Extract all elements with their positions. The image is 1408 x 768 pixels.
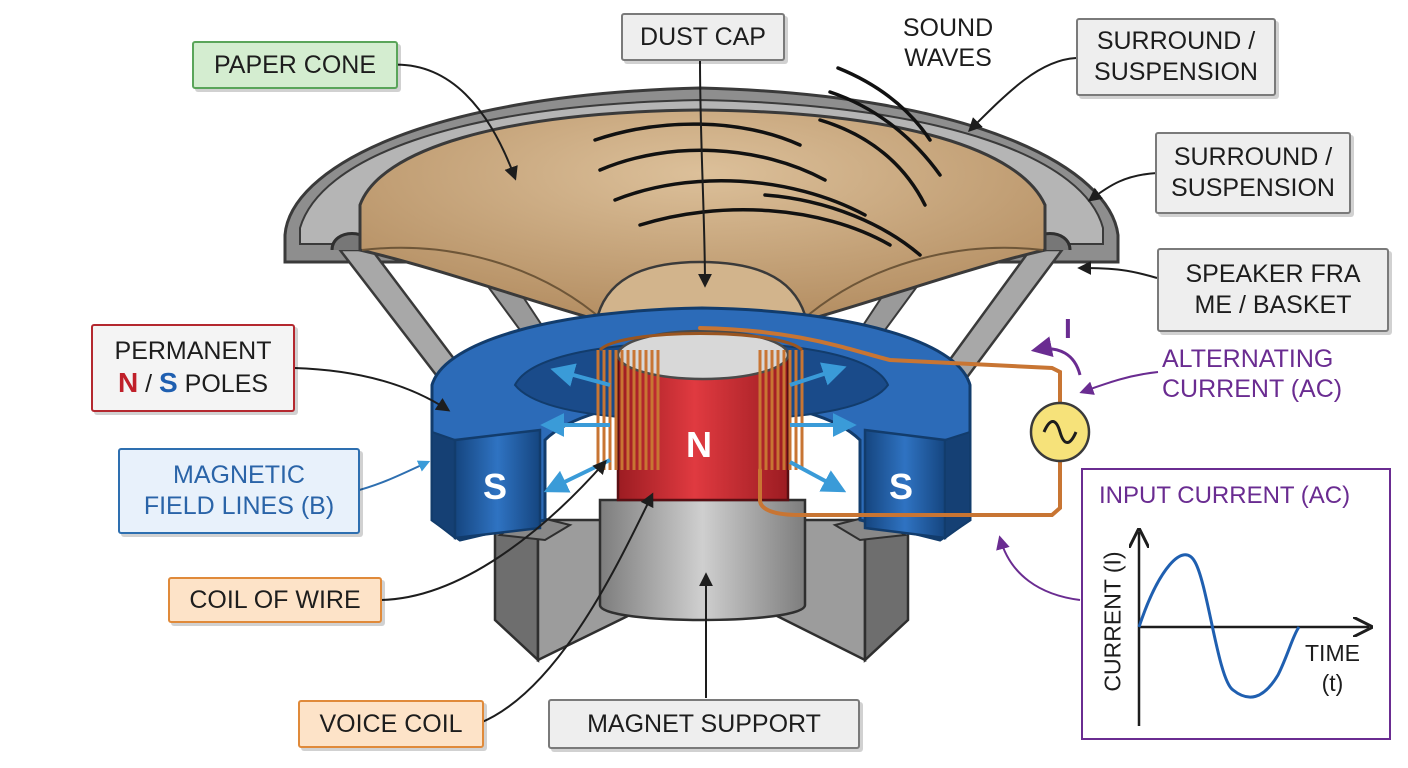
graph-sine-wave <box>1137 553 1301 699</box>
sound-waves-line2: WAVES <box>904 44 992 72</box>
surround-mid-line1: SURROUND / <box>1173 143 1333 171</box>
permanent-line2: N / S POLES <box>118 367 268 400</box>
alternating-current-line1: ALTERNATING <box>1162 345 1334 373</box>
surround-top-label: SURROUND / SUSPENSION <box>1076 18 1276 96</box>
magnet-support <box>493 498 910 663</box>
ac-source <box>1029 401 1091 463</box>
sound-waves <box>593 66 942 257</box>
ac-wires <box>698 326 1062 517</box>
graph-xlabel-line1: TIME <box>1305 640 1360 666</box>
voice-coil-windings <box>596 332 804 470</box>
pole-separator: / <box>138 370 160 398</box>
speaker-frame-line1: SPEAKER FRA <box>1185 260 1361 288</box>
poles-word: POLES <box>177 370 269 398</box>
voice-coil-text: VOICE COIL <box>319 709 463 738</box>
south-pole-letter-right: S <box>889 466 914 507</box>
graph-title: INPUT CURRENT (AC) <box>1099 482 1351 509</box>
dust-cap <box>596 260 807 317</box>
paper-cone-text: PAPER CONE <box>213 50 377 79</box>
input-current-graph: INPUT CURRENT (AC) CURRENT (I) TIME (t) <box>1081 468 1391 740</box>
graph-plot <box>1083 470 1389 726</box>
permanent-poles-label: PERMANENT N / S POLES <box>91 324 295 412</box>
ac-label-leader <box>1079 371 1159 395</box>
graph-xlabel: TIME (t) <box>1305 638 1360 698</box>
sound-waves-label: SOUND WAVES <box>888 13 1008 73</box>
alternating-current-label: ALTERNATING CURRENT (AC) <box>1162 344 1342 404</box>
dust-cap-text: DUST CAP <box>640 22 766 51</box>
current-symbol: I <box>1064 313 1072 344</box>
dust-cap-label: DUST CAP <box>621 13 785 61</box>
surround-top-line1: SURROUND / <box>1096 27 1256 55</box>
paper-cone-label: PAPER CONE <box>192 41 398 89</box>
surround-mid-line2: SUSPENSION <box>1171 174 1335 202</box>
current-direction-arrow <box>1030 336 1082 376</box>
surround-top-line2: SUSPENSION <box>1094 58 1258 86</box>
paper-cone <box>358 108 1047 324</box>
magnetic-field-arrows <box>540 362 857 493</box>
coil-of-wire-label: COIL OF WIRE <box>168 577 382 623</box>
field-lines-leader <box>351 460 431 493</box>
magnetic-field-line2: FIELD LINES (B) <box>143 492 335 520</box>
coil-of-wire-text: COIL OF WIRE <box>189 585 361 614</box>
magnetic-field-line1: MAGNETIC <box>173 461 305 489</box>
graph-leader <box>996 535 1081 601</box>
label-leaders <box>293 57 1158 724</box>
magnet-support-text: MAGNET SUPPORT <box>587 709 821 738</box>
voice-coil-label: VOICE COIL <box>298 700 484 748</box>
south-pole-letter-left: S <box>483 466 508 507</box>
magnetic-field-label: MAGNETIC FIELD LINES (B) <box>118 448 360 534</box>
alternating-current-line2: CURRENT (AC) <box>1162 375 1343 403</box>
speaker-frame-line2: ME / BASKET <box>1194 291 1352 319</box>
speaker-frame-label: SPEAKER FRA ME / BASKET <box>1157 248 1389 332</box>
north-pole-letter: N <box>686 424 712 465</box>
sound-waves-line1: SOUND <box>902 14 994 42</box>
graph-xlabel-line2: (t) <box>1321 670 1344 696</box>
north-pole-piece <box>616 329 790 502</box>
permanent-line1: PERMANENT <box>114 337 272 365</box>
magnet-support-label: MAGNET SUPPORT <box>548 699 860 749</box>
s-pole-letter: S <box>159 367 178 398</box>
graph-ylabel: CURRENT (I) <box>1099 551 1126 692</box>
surround-mid-label: SURROUND / SUSPENSION <box>1155 132 1351 214</box>
n-pole-letter: N <box>117 367 139 398</box>
